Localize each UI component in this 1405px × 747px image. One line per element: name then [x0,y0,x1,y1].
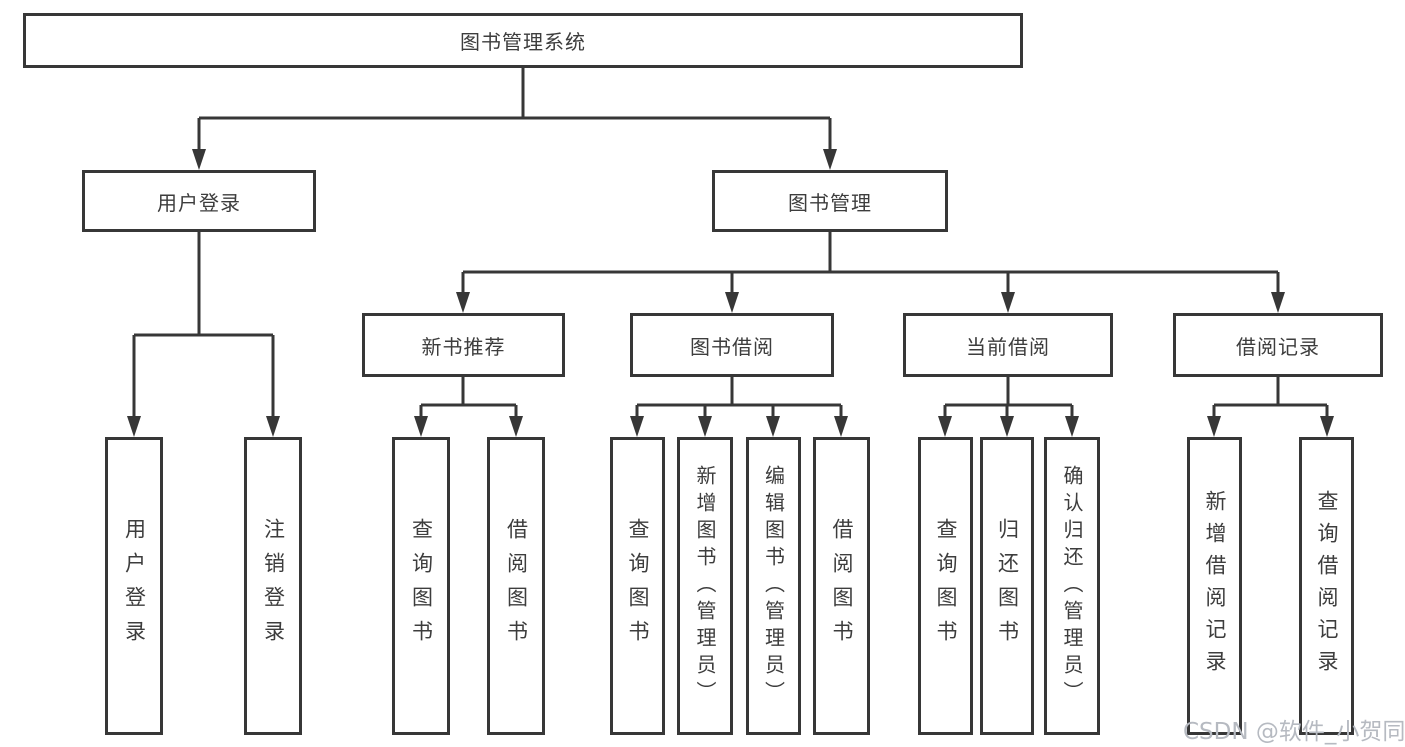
leaf-add-borrow-record: 新增借阅记录 [1187,437,1242,735]
leaf-query-books-recommend: 查询图书 [392,437,450,735]
node-user-login: 用户登录 [82,170,316,232]
leaf-borrow-books: 借阅图书 [813,437,870,735]
leaf-query-books-borrow-label: 查询图书 [626,518,650,654]
node-borrow-records: 借阅记录 [1173,313,1383,377]
node-book-management: 图书管理 [712,170,948,232]
leaf-add-books-admin-label: 新增图书（管理员） [693,464,717,708]
node-new-book-recommend-label: 新书推荐 [421,334,506,359]
leaf-logout-label: 注销登录 [261,518,286,654]
leaf-add-borrow-record-label: 新增借阅记录 [1203,490,1227,682]
node-root-label: 图书管理系统 [460,30,586,54]
leaf-query-books-recommend-label: 查询图书 [409,518,434,654]
leaf-confirm-return-admin-label: 确认归还（管理员） [1060,464,1084,708]
leaf-return-books-label: 归还图书 [995,518,1020,654]
leaf-user-login-label: 用户登录 [122,518,147,654]
connector-book-borrow [635,377,843,418]
leaf-query-borrow-record: 查询借阅记录 [1299,437,1354,735]
connector-book-management [461,232,1280,294]
leaf-borrow-books-recommend: 借阅图书 [487,437,545,735]
arrowheads [127,149,1334,437]
connector-user-login [132,232,275,418]
connector-borrow-records [1212,377,1329,418]
leaf-query-books-current-label: 查询图书 [934,518,958,654]
leaf-edit-books-admin: 编辑图书（管理员） [746,437,801,735]
leaf-edit-books-admin-label: 编辑图书（管理员） [761,464,786,708]
node-book-borrow-label: 图书借阅 [690,334,774,359]
leaf-add-books-admin: 新增图书（管理员） [677,437,733,735]
node-book-borrow: 图书借阅 [630,313,834,377]
leaf-borrow-books-recommend-label: 借阅图书 [504,518,529,654]
node-current-borrow-label: 当前借阅 [966,334,1050,359]
csdn-watermark: CSDN @软件_小贺同学 [1183,719,1405,745]
node-current-borrow: 当前借阅 [903,313,1113,377]
node-root-library-system: 图书管理系统 [23,13,1023,68]
connector-root [197,68,832,151]
leaf-user-login: 用户登录 [105,437,163,735]
leaf-borrow-books-label: 借阅图书 [830,518,854,654]
leaf-query-borrow-record-label: 查询借阅记录 [1315,490,1339,682]
node-book-management-label: 图书管理 [788,190,872,215]
node-new-book-recommend: 新书推荐 [362,313,565,377]
leaf-logout: 注销登录 [244,437,302,735]
leaf-confirm-return-admin: 确认归还（管理员） [1044,437,1100,735]
node-user-login-label: 用户登录 [157,190,241,215]
leaf-query-books-current: 查询图书 [918,437,973,735]
connector-new-book-recommend [419,377,518,418]
leaf-return-books: 归还图书 [980,437,1034,735]
connector-current-borrow [943,377,1074,418]
leaf-query-books-borrow: 查询图书 [610,437,665,735]
node-borrow-records-label: 借阅记录 [1236,334,1320,359]
